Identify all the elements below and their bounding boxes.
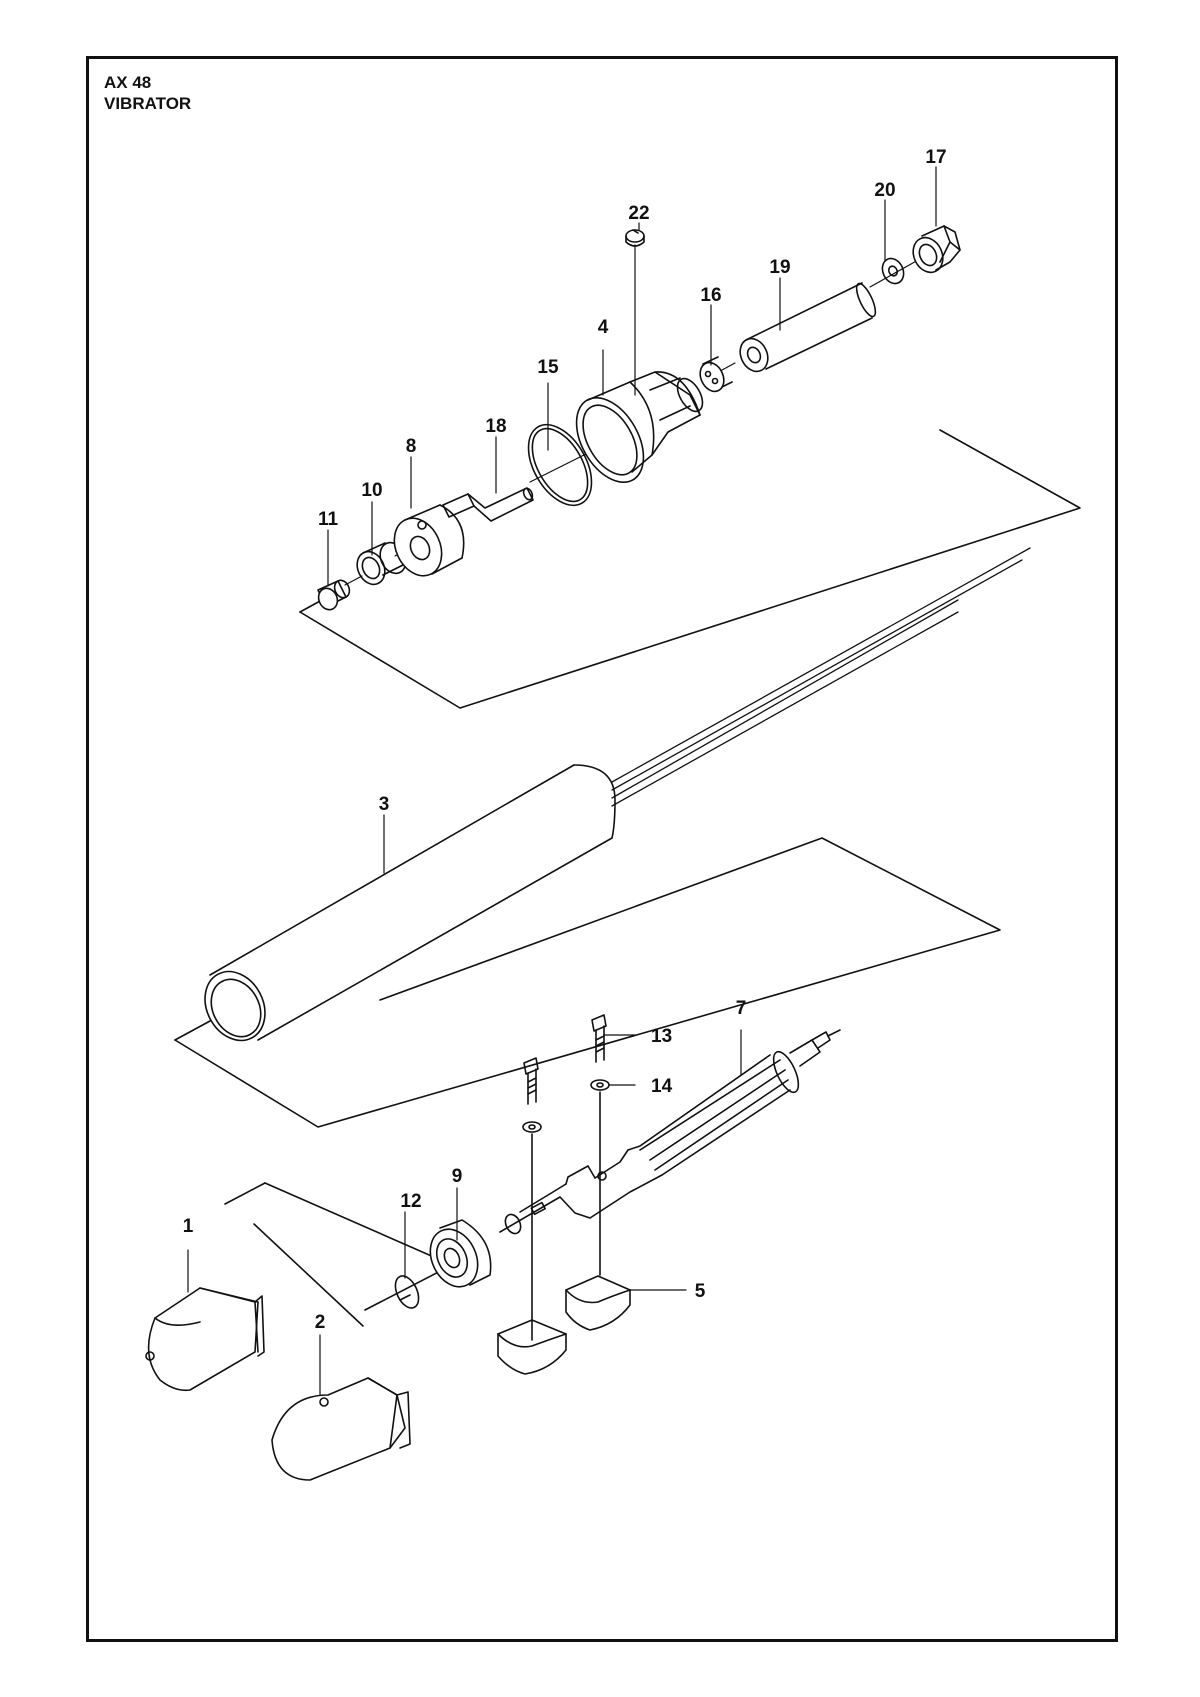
part-22-screw — [625, 229, 645, 247]
callout-22: 22 — [628, 203, 649, 224]
middle-assembly-plane — [174, 837, 1001, 1128]
callout-8: 8 — [406, 436, 417, 457]
callout-20: 20 — [874, 180, 895, 201]
callout-9: 9 — [452, 1166, 463, 1187]
part-11-bushing — [317, 579, 351, 611]
part-4-housing — [575, 371, 704, 484]
diagram-frame — [86, 56, 1118, 1642]
part-9-ball-bearing — [429, 1219, 492, 1288]
part-5-shell-right — [565, 1275, 631, 1331]
callout-2: 2 — [315, 1312, 326, 1333]
part-17-nut — [912, 225, 961, 274]
section-label: VIBRATOR — [104, 94, 192, 113]
callout-19: 19 — [769, 257, 790, 278]
part-8-eccentric-weight — [393, 504, 465, 577]
part-19-tube — [739, 282, 877, 373]
leader-lines — [187, 166, 937, 1396]
callout-5: 5 — [695, 1281, 706, 1302]
model-label: AX 48 — [104, 73, 152, 92]
callout-1: 1 — [183, 1216, 194, 1237]
part-5-shell-left — [497, 1319, 567, 1375]
part-13-bolt-left — [522, 1057, 542, 1341]
part-15-o-ring — [527, 423, 593, 507]
callout-16: 16 — [700, 285, 721, 306]
callout-17: 17 — [925, 147, 946, 168]
callout-3: 3 — [379, 794, 390, 815]
part-7-rotor-shaft — [499, 1029, 841, 1235]
part-18-shaft-pin — [442, 487, 534, 522]
part-16-spacer — [699, 356, 733, 393]
diagram-title: AX 48 VIBRATOR — [104, 72, 191, 114]
part-2-rounded-cap — [271, 1377, 411, 1481]
callout-13: 13 — [651, 1026, 672, 1047]
part-20-washer — [881, 257, 905, 285]
part-14-washer-right — [590, 1079, 610, 1276]
part-12-circlip — [394, 1275, 420, 1309]
part-3-tube — [204, 764, 616, 1042]
callout-4: 4 — [598, 317, 609, 338]
part-1-end-cap — [145, 1287, 265, 1392]
callout-14: 14 — [651, 1076, 673, 1097]
callout-15: 15 — [537, 357, 559, 378]
callout-10: 10 — [361, 480, 382, 501]
callout-12: 12 — [400, 1191, 421, 1212]
callout-11: 11 — [318, 509, 339, 530]
hose-lines — [611, 547, 1031, 807]
callout-18: 18 — [485, 416, 506, 437]
upper-assembly-plane — [299, 429, 1081, 709]
part-13-bolt-right — [591, 1014, 607, 1063]
callout-numbers: 1 2 3 4 5 7 8 9 10 11 12 13 14 15 16 17 … — [183, 147, 947, 1333]
callout-7: 7 — [736, 998, 747, 1019]
